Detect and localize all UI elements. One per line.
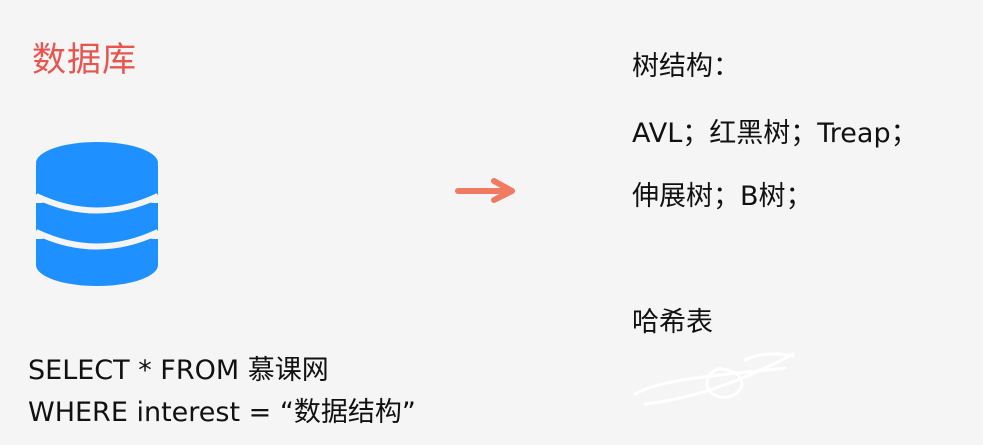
scribble-annotation: [633, 352, 795, 406]
sql-line-where: WHERE interest = “数据结构”: [28, 397, 416, 428]
database-icon: [34, 142, 160, 286]
tree-structure-heading: 树结构：: [632, 51, 740, 82]
tree-list-line-2: 伸展树；B树；: [632, 181, 813, 212]
sql-query: SELECT * FROM 慕课网 WHERE interest = “数据结构…: [28, 350, 416, 434]
tree-list-line-1: AVL；红黑树；Treap；: [632, 118, 918, 149]
hash-table-label: 哈希表: [632, 307, 713, 338]
slide-title: 数据库: [32, 40, 137, 80]
sql-line-select: SELECT * FROM 慕课网: [28, 355, 329, 386]
arrow-right-icon: [455, 178, 515, 203]
